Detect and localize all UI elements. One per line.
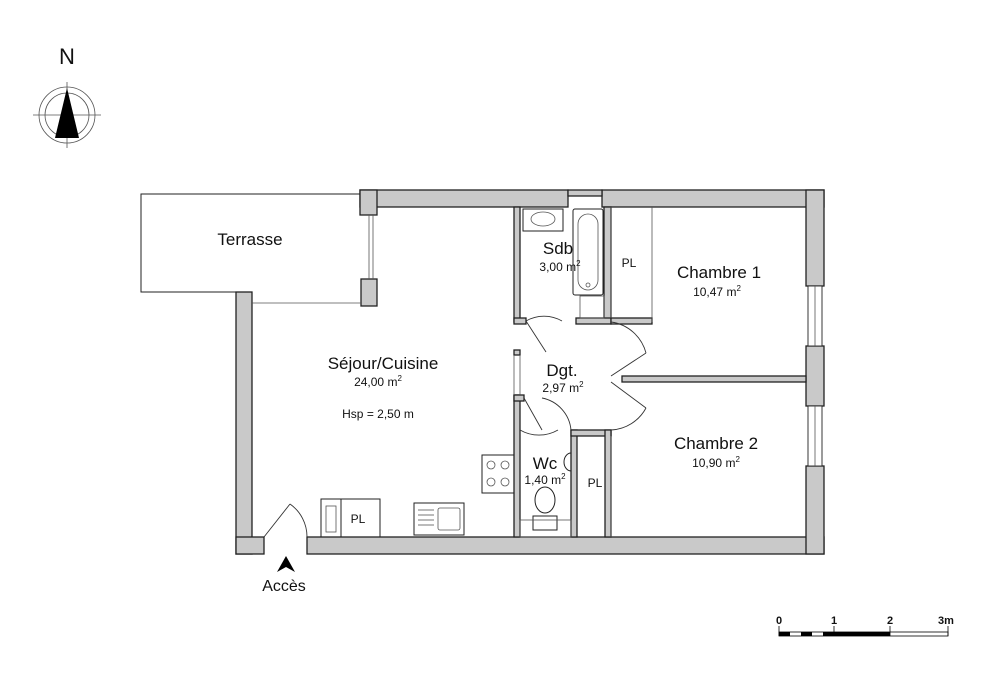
room-area-wc: 1,40 m2 [524, 472, 566, 487]
north-label: N [59, 44, 75, 69]
closet-label-sdb: PL [622, 256, 637, 270]
scale-tick-1: 1 [831, 615, 837, 627]
cooktop-icon [481, 454, 515, 494]
wc-handbasin-icon [563, 452, 572, 472]
washbasin-icon [522, 208, 564, 232]
fridge-icon [320, 498, 342, 538]
entrance-arrow-icon [277, 556, 295, 572]
room-area-sejour: 24,00 m2 [354, 374, 402, 389]
wc-closet-lines [519, 436, 612, 538]
entrance-label: Accès [262, 578, 306, 595]
room-name-dgt: Dgt. [546, 361, 577, 380]
closet-label-wc: PL [588, 476, 603, 490]
room-area-sdb: 3,00 m2 [539, 259, 581, 274]
sdb-closet-lines [579, 207, 653, 322]
room-area-dgt: 2,97 m2 [542, 380, 584, 395]
room-height-note: Hsp = 2,50 m [342, 407, 414, 421]
doors [263, 315, 647, 538]
room-name-chambre1: Chambre 1 [677, 263, 761, 282]
terrace-outline [140, 193, 360, 293]
scale-bar [778, 626, 949, 637]
north-compass-icon [33, 82, 101, 148]
room-area-chambre2: 10,90 m2 [692, 455, 740, 470]
room-name-sejour: Séjour/Cuisine [328, 354, 439, 373]
scale-tick-3: 3m [938, 615, 954, 627]
room-name-sdb: Sdb [543, 239, 573, 258]
bathtub-icon [572, 208, 604, 296]
windows [252, 215, 823, 467]
exterior-walls [235, 189, 825, 555]
room-name-chambre2: Chambre 2 [674, 434, 758, 453]
sejour-closet [340, 498, 381, 538]
scale-tick-0: 0 [776, 615, 782, 627]
room-name-wc: Wc [533, 454, 558, 473]
toilet-icon [532, 486, 558, 531]
room-area-chambre1: 10,47 m2 [693, 284, 741, 299]
sink-icon [413, 502, 465, 536]
interior-walls [513, 206, 807, 538]
room-name-terrasse: Terrasse [217, 230, 282, 249]
closet-label-sejour: PL [351, 512, 366, 526]
scale-tick-2: 2 [887, 615, 893, 627]
